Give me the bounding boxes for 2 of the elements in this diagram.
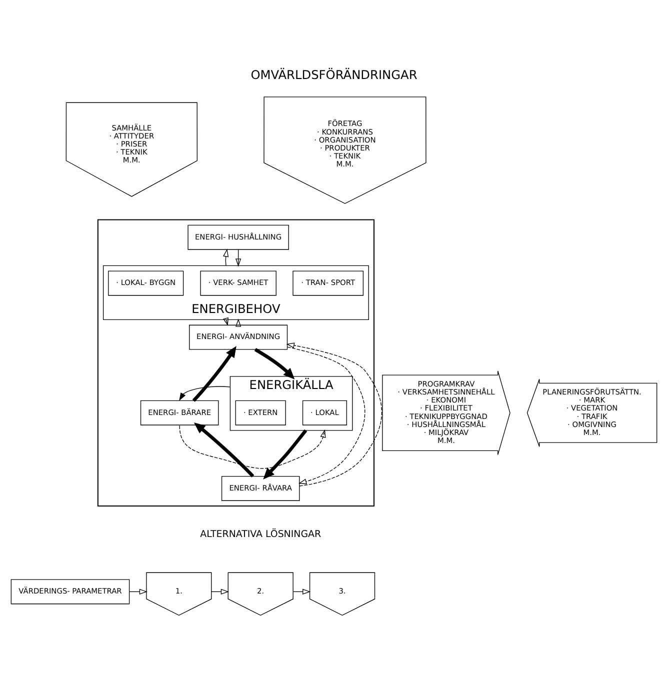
label: ALTERNATIVA LÖSNINGAR [200, 528, 322, 540]
diagram-title: OMVÄRLDSFÖRÄNDRINGAR [250, 68, 418, 82]
